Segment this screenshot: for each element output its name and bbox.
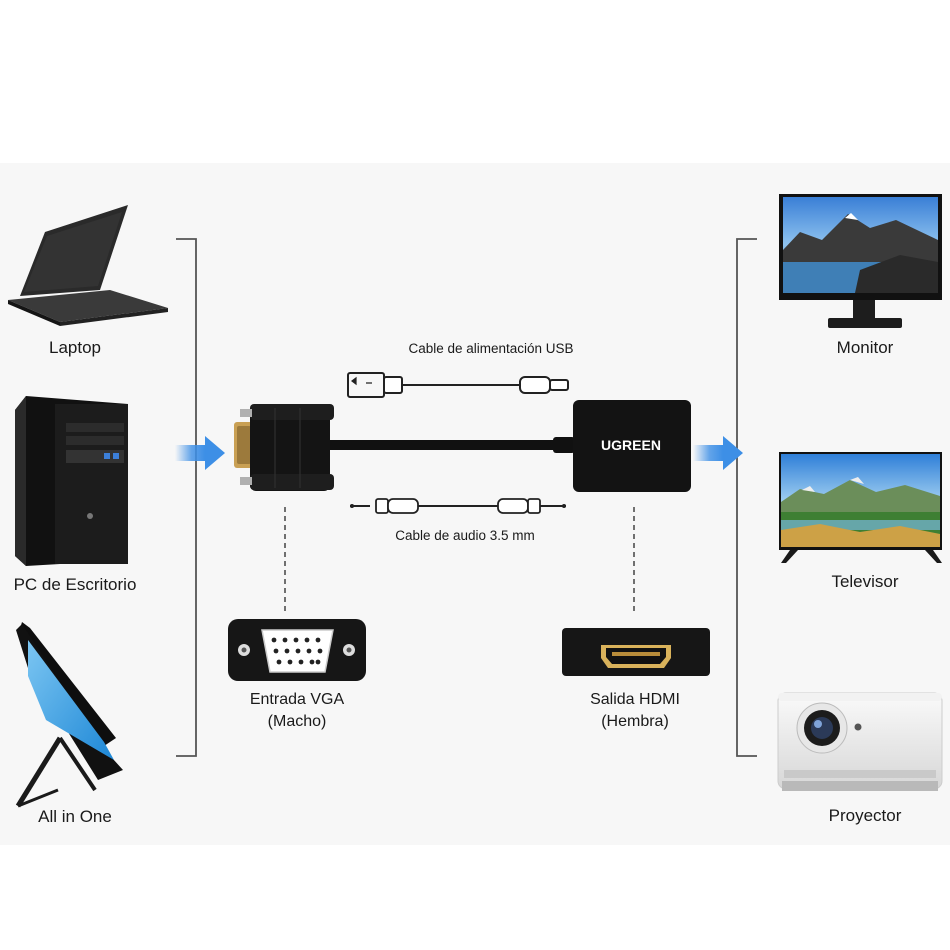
input-arrow-icon: [175, 436, 225, 470]
hdmi-port-icon: [562, 628, 710, 676]
vga-port-label-line2: (Macho): [267, 713, 327, 730]
source-label-all-in-one: All in One: [38, 807, 112, 826]
output-label-television: Televisor: [831, 572, 899, 591]
laptop-icon: [8, 205, 168, 326]
vga-plug: [234, 404, 334, 491]
adapter-box: [573, 400, 691, 492]
hdmi-port-label: Salida HDMI (Hembra): [560, 689, 710, 733]
adapter-brand-logo: UGREEN: [601, 437, 661, 453]
monitor-icon: [779, 194, 942, 328]
source-label-laptop: Laptop: [49, 338, 101, 357]
television-icon: [779, 452, 942, 563]
desktop-pc-icon: [15, 396, 128, 566]
output-arrow-icon: [693, 436, 743, 470]
audio-cable-label: Cable de audio 3.5 mm: [395, 528, 535, 543]
vga-port-icon: [228, 619, 366, 681]
projector-icon: [777, 692, 943, 791]
hdmi-port-label-line1: Salida HDMI: [590, 691, 680, 708]
usb-cable-label: Cable de alimentación USB: [408, 341, 574, 356]
hdmi-port-label-line2: (Hembra): [601, 713, 669, 730]
output-label-monitor: Monitor: [836, 338, 894, 357]
adapter-strain-relief: [553, 437, 575, 453]
all-in-one-icon: [15, 622, 123, 808]
right-bracket: [736, 238, 757, 757]
audio-cable: [350, 498, 566, 514]
output-label-projector: Proyector: [828, 806, 902, 825]
main-cable: [330, 440, 575, 450]
source-label-desktop: PC de Escritorio: [13, 575, 137, 594]
vga-port-label: Entrada VGA (Macho): [222, 689, 372, 733]
vga-port-label-line1: Entrada VGA: [249, 691, 345, 708]
usb-power-cable: [347, 372, 569, 398]
left-bracket: [176, 238, 197, 757]
